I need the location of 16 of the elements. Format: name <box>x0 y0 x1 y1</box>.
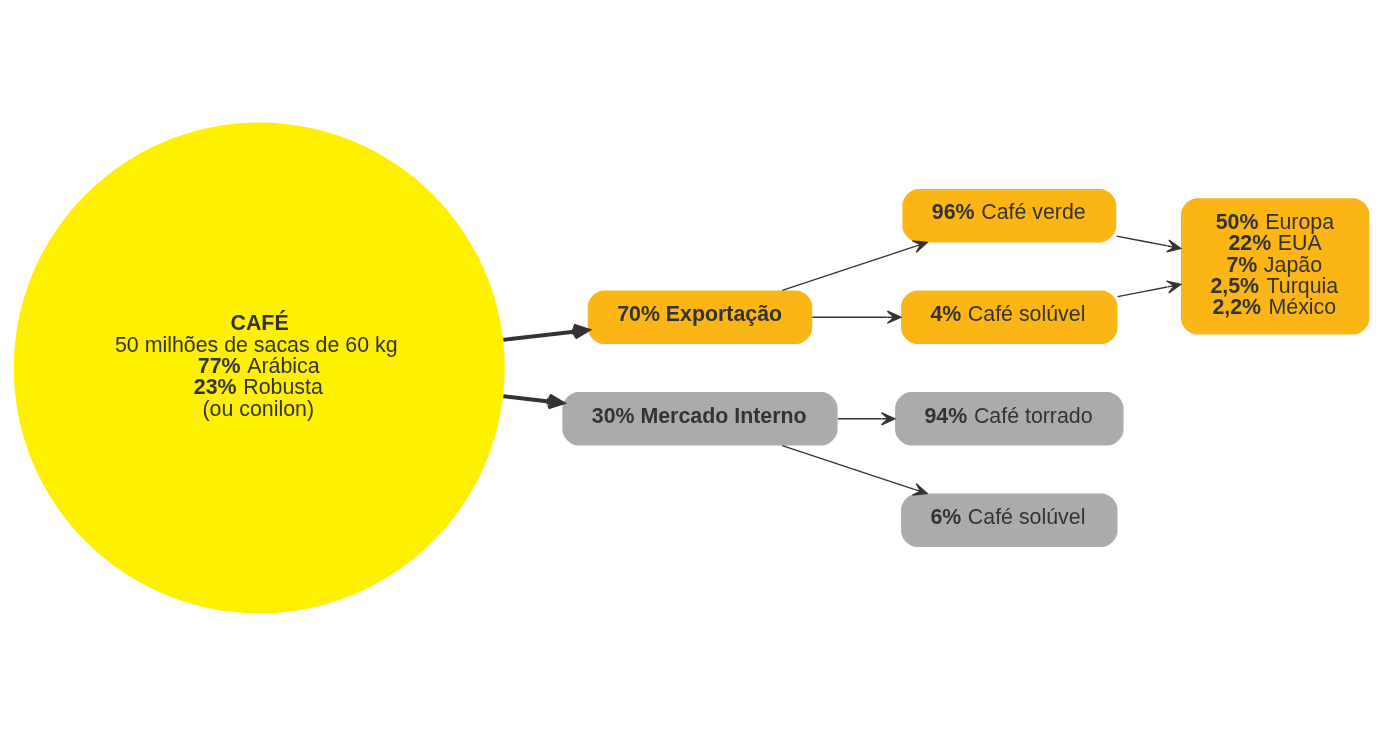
node-box: 6% Café solúvel <box>901 493 1118 547</box>
node-box: 70% Exportação <box>587 290 813 344</box>
node-box: 94% Café torrado <box>895 391 1124 445</box>
node-box: 4% Café solúvel <box>901 290 1118 344</box>
node-box: 96% Café verde <box>902 188 1117 242</box>
arrow <box>781 444 928 496</box>
arrow <box>811 310 902 324</box>
arrow <box>1115 234 1182 253</box>
arrow <box>837 411 896 425</box>
node-box: 50% Europa 22% EUA 7% Japão 2,5% Turquia 2,2% México <box>1181 197 1370 335</box>
arrow <box>781 239 928 291</box>
arrow <box>503 323 590 342</box>
arrow <box>1117 279 1182 297</box>
node-box: 30% Mercado Interno <box>562 391 838 445</box>
node-circle: CAFÉ 50 milhões de sacas de 60 kg 77% Arábica 23% Robusta (ou conilon) <box>13 122 505 613</box>
arrow <box>503 392 565 409</box>
